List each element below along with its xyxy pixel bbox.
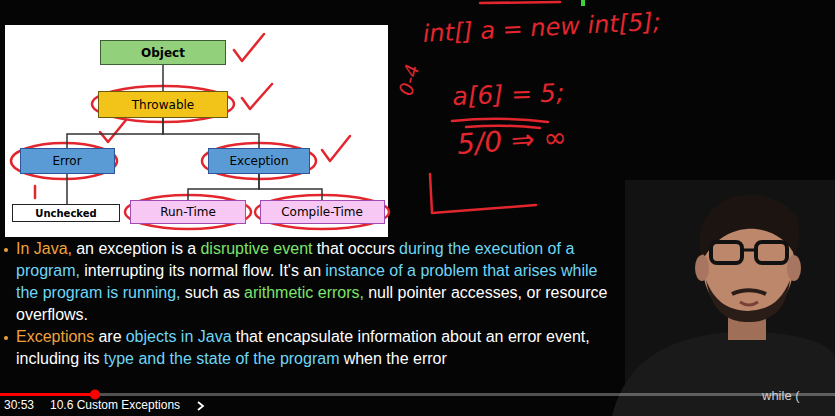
handwritten-code: int[] a = new int[5]; [422,8,661,48]
node-text: Error [52,154,81,168]
bullet-paragraph: Exceptionsareobjects in Javathat encapsu… [16,326,616,370]
node-text: Exception [229,154,288,168]
node-text: Run-Time [160,205,216,219]
explanation-text: In Java,an exception is adisruptive even… [16,238,616,370]
node-text: Throwable [132,98,194,112]
presenter [612,194,835,416]
text-segment: type and the state of the program [104,350,340,367]
category-box: Run-Time [130,200,246,224]
text-segment: such as [185,284,240,301]
class-box: Throwable [98,91,228,118]
pen-mark [581,0,585,6]
hierarchy-connector [259,174,322,200]
handwritten-note: 0-4 [394,62,423,98]
text-segment: an exception is a [76,240,196,257]
bullet-paragraph: In Java,an exception is adisruptive even… [16,238,616,326]
category-box: Unchecked [12,204,120,222]
hierarchy-connector [66,174,68,204]
text-segment: In Java, [16,240,72,257]
text-segment: interrupting its normal flow. It's an [84,262,321,279]
handwritten-code: a[6] = 5; [452,78,565,111]
text-segment: are [98,328,121,345]
hierarchy-connector [163,118,259,148]
text-segment: arithmetic errors, [244,284,364,301]
diagram-panel [5,25,388,237]
text-segment: when the error [344,350,447,367]
node-text: Unchecked [35,208,96,219]
handwritten-note: 5/0 ⇒ ∞ [456,120,568,161]
node-text: Object [141,46,185,60]
hierarchy-connector [188,174,259,200]
text-segment: that occurs [317,240,395,257]
node-text: Compile-Time [281,205,363,219]
root-class-box: Object [100,40,226,65]
hierarchy-connector [67,118,163,148]
hierarchy-connector [162,65,164,91]
text-segment: objects in Java [126,328,232,345]
video-time: 30:53 [4,398,34,412]
chapter-title: 10.6 Custom Exceptions [50,398,180,412]
text-segment: disruptive event [200,240,312,257]
class-box: Exception [208,148,310,174]
text-segment: Exceptions [16,328,94,345]
category-box: Compile-Time [260,200,385,224]
class-box: Error [20,148,115,174]
shirt-print: while ( [762,388,800,403]
